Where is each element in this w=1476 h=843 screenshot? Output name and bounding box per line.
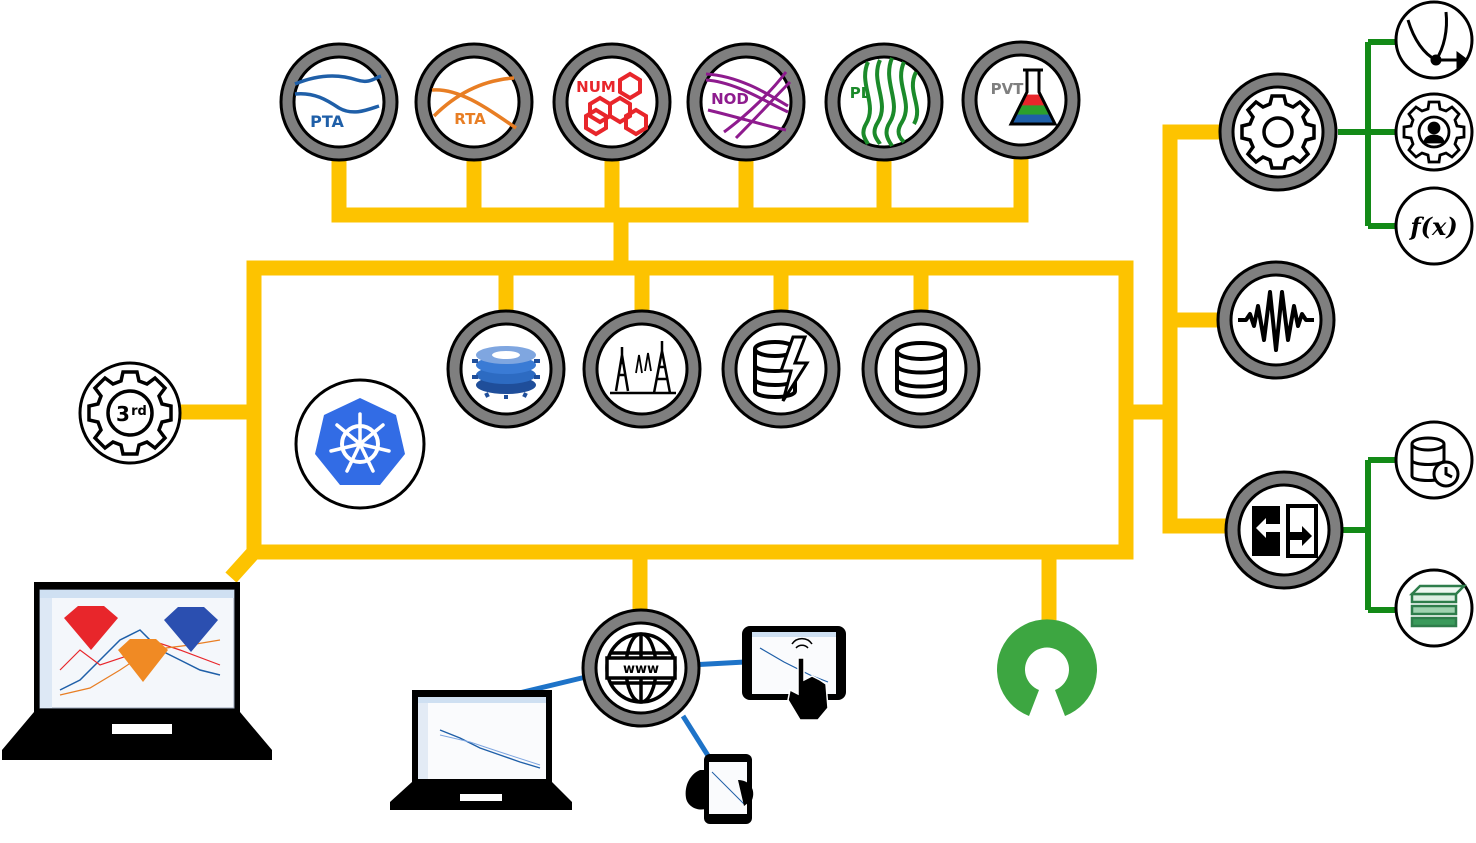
phone-icon	[685, 754, 754, 824]
tablet-icon	[742, 626, 846, 721]
oil-fields-icon	[610, 341, 676, 395]
web-laptop[interactable]	[390, 690, 572, 810]
signal-module[interactable]	[1216, 260, 1336, 380]
num-label: NUM	[576, 78, 616, 96]
gauge-icon	[1406, 11, 1469, 69]
num-icon	[584, 71, 648, 137]
nod-module[interactable]: NOD	[686, 42, 806, 162]
web-icon	[605, 632, 677, 704]
rta-label: RTA	[454, 110, 486, 128]
signal-icon	[1238, 290, 1314, 352]
db-history-module[interactable]	[1394, 420, 1474, 500]
pvt-icon	[1008, 68, 1058, 126]
power-db-icon	[753, 335, 810, 402]
nod-icon	[705, 71, 792, 140]
desktop-laptop-icon	[2, 582, 272, 760]
pta-module[interactable]: PTA	[279, 42, 399, 162]
function-icon: f(x)	[1408, 212, 1457, 241]
rta-module[interactable]: RTA	[414, 42, 534, 162]
exchange-module[interactable]	[1224, 470, 1344, 590]
database-icon	[895, 341, 947, 399]
third-party-suffix: rd	[131, 404, 147, 419]
pl-icon	[861, 57, 920, 147]
phone[interactable]	[685, 754, 754, 824]
pvt-label: PVT	[991, 80, 1025, 98]
kubernetes-module[interactable]	[294, 378, 426, 510]
web-laptop-icon	[390, 690, 572, 810]
user-gear-icon	[1402, 100, 1466, 164]
power-db-module[interactable]	[721, 309, 841, 429]
tablet[interactable]	[742, 626, 846, 721]
layers-module[interactable]	[1394, 568, 1474, 648]
nod-label: NOD	[711, 90, 749, 108]
user-gear-module[interactable]	[1394, 92, 1474, 172]
layers-icon	[1408, 584, 1468, 628]
third-party-number: 3	[116, 402, 130, 426]
desktop-laptop[interactable]	[2, 582, 272, 760]
pta-icon	[294, 74, 382, 114]
pta-label: PTA	[310, 112, 344, 131]
cluster-module[interactable]	[446, 309, 566, 429]
cluster-gear-icon	[472, 346, 540, 399]
third-party-gear-icon	[87, 370, 173, 456]
green-connectors	[1338, 39, 1398, 613]
settings-gear-icon	[1240, 94, 1316, 170]
web-module[interactable]: www	[581, 608, 701, 728]
pl-module[interactable]: PL	[824, 42, 944, 162]
kubernetes-icon	[315, 398, 405, 485]
rta-icon	[431, 76, 517, 130]
open-source-module[interactable]	[997, 619, 1097, 716]
gauge-module[interactable]	[1394, 0, 1474, 80]
num-module[interactable]: NUM	[552, 42, 672, 162]
open-source-icon	[997, 619, 1097, 716]
db-history-icon	[1410, 436, 1460, 488]
web-text: www	[623, 662, 659, 677]
settings-module[interactable]	[1218, 72, 1338, 192]
oil-fields-module[interactable]	[582, 309, 702, 429]
bus-network	[170, 124, 1233, 628]
exchange-icon	[1252, 504, 1318, 558]
pvt-module[interactable]: PVT	[961, 40, 1081, 160]
function-module[interactable]: f(x)	[1394, 186, 1474, 266]
database-module[interactable]	[861, 309, 981, 429]
pl-label: PL	[850, 84, 871, 102]
third-party-module[interactable]: 3 rd	[78, 361, 182, 465]
